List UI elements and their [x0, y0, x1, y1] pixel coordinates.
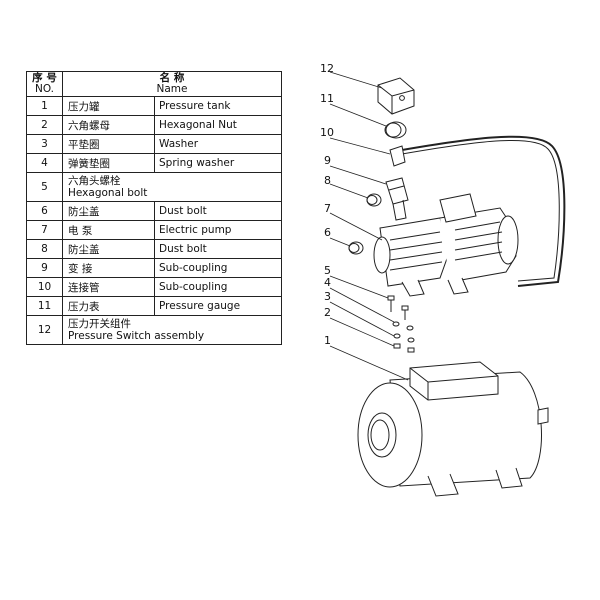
part-name-en: Dust bolt	[154, 201, 282, 221]
callout-6: 6	[324, 226, 331, 239]
part-name-en: Pressure gauge	[154, 296, 282, 316]
header-number-zh: 序 号	[32, 72, 57, 84]
table-row: 9 变 接 Sub-coupling	[26, 258, 282, 278]
callout-7: 7	[324, 202, 331, 215]
part-number: 1	[26, 96, 63, 116]
table-row: 6 防尘盖 Dust bolt	[26, 201, 282, 221]
part-number: 8	[26, 239, 63, 259]
pressure-tank-drawing	[357, 361, 549, 497]
part-number: 7	[26, 220, 63, 240]
leader-lines	[329, 71, 409, 381]
callout-4: 4	[324, 276, 331, 289]
pressure-switch-drawing	[377, 77, 415, 115]
part-number: 9	[26, 258, 63, 278]
table-row: 2 六角螺母 Hexagonal Nut	[26, 115, 282, 135]
part-name-en: Washer	[154, 134, 282, 154]
callout-labels: 12 11 10 9 8 7 6 5 4 3 2 1	[320, 62, 334, 347]
part-name-en: Dust bolt	[154, 239, 282, 259]
table-row: 11 压力表 Pressure gauge	[26, 296, 282, 316]
callout-5: 5	[324, 264, 331, 277]
callout-12: 12	[320, 62, 334, 75]
part-name-en: Hexagonal Nut	[154, 115, 282, 135]
dust-cap-6-drawing	[348, 241, 364, 255]
part-name-zh: 电 泵	[62, 220, 155, 240]
connecting-hose-drawing	[389, 135, 566, 287]
part-number: 5	[26, 172, 63, 202]
part-name-zh: 弹簧垫圈	[62, 153, 155, 173]
part-number: 11	[26, 296, 63, 316]
part-name-zh: 压力开关组件	[68, 318, 131, 330]
part-number: 4	[26, 153, 63, 173]
exploded-assembly-diagram: 12 11 10 9 8 7 6 5 4 3 2 1	[320, 62, 566, 497]
part-name-zh: 变 接	[62, 258, 155, 278]
table-row: 8 防尘盖 Dust bolt	[26, 239, 282, 259]
callout-11: 11	[320, 92, 334, 105]
dust-cap-8-drawing	[366, 193, 382, 207]
part-name-zh: 压力表	[62, 296, 155, 316]
callout-9: 9	[324, 154, 331, 167]
sub-coupling-drawing	[385, 177, 409, 221]
part-number: 6	[26, 201, 63, 221]
part-number: 2	[26, 115, 63, 135]
table-row: 1 压力罐 Pressure tank	[26, 96, 282, 116]
parts-list-table: 序 号 NO. 名 称 Name 1 压力罐 Pressure tank 2 六…	[26, 71, 282, 345]
header-name-zh: 名 称	[159, 72, 185, 84]
part-name-en: Pressure Switch assembly	[68, 330, 205, 342]
callout-8: 8	[324, 174, 331, 187]
part-name-en: Spring washer	[154, 153, 282, 173]
part-name-en: Pressure tank	[154, 96, 282, 116]
header-number-en: NO.	[34, 83, 55, 95]
part-name-zh: 防尘盖	[62, 201, 155, 221]
callout-10: 10	[320, 126, 334, 139]
part-number: 10	[26, 277, 63, 297]
part-name-en: Hexagonal bolt	[68, 187, 148, 199]
table-header-row: 序 号 NO. 名 称 Name	[26, 71, 282, 97]
header-number: 序 号 NO.	[26, 71, 63, 97]
electric-pump-drawing	[373, 193, 519, 297]
callout-2: 2	[324, 306, 331, 319]
pressure-gauge-drawing	[384, 121, 407, 139]
part-number: 3	[26, 134, 63, 154]
part-name-zh: 压力罐	[62, 96, 155, 116]
part-name-zh: 六角螺母	[62, 115, 155, 135]
part-name-en: Sub-coupling	[154, 258, 282, 278]
part-number: 12	[26, 315, 63, 345]
header-name: 名 称 Name	[62, 71, 282, 97]
callout-1: 1	[324, 334, 331, 347]
table-row: 12 压力开关组件 Pressure Switch assembly	[26, 315, 282, 345]
header-name-en: Name	[156, 83, 188, 95]
table-row: 10 连接管 Sub-coupling	[26, 277, 282, 297]
part-name-combined: 压力开关组件 Pressure Switch assembly	[62, 315, 282, 345]
table-row: 3 平垫圈 Washer	[26, 134, 282, 154]
part-name-zh: 平垫圈	[62, 134, 155, 154]
part-name-zh: 六角头螺栓	[68, 175, 121, 187]
callout-3: 3	[324, 290, 331, 303]
part-name-en: Electric pump	[154, 220, 282, 240]
table-row: 5 六角头螺栓 Hexagonal bolt	[26, 172, 282, 202]
part-name-en: Sub-coupling	[154, 277, 282, 297]
part-name-zh: 防尘盖	[62, 239, 155, 259]
table-row: 7 电 泵 Electric pump	[26, 220, 282, 240]
table-row: 4 弹簧垫圈 Spring washer	[26, 153, 282, 173]
part-name-combined: 六角头螺栓 Hexagonal bolt	[62, 172, 282, 202]
fasteners-drawing	[387, 295, 415, 353]
part-name-zh: 连接管	[62, 277, 155, 297]
